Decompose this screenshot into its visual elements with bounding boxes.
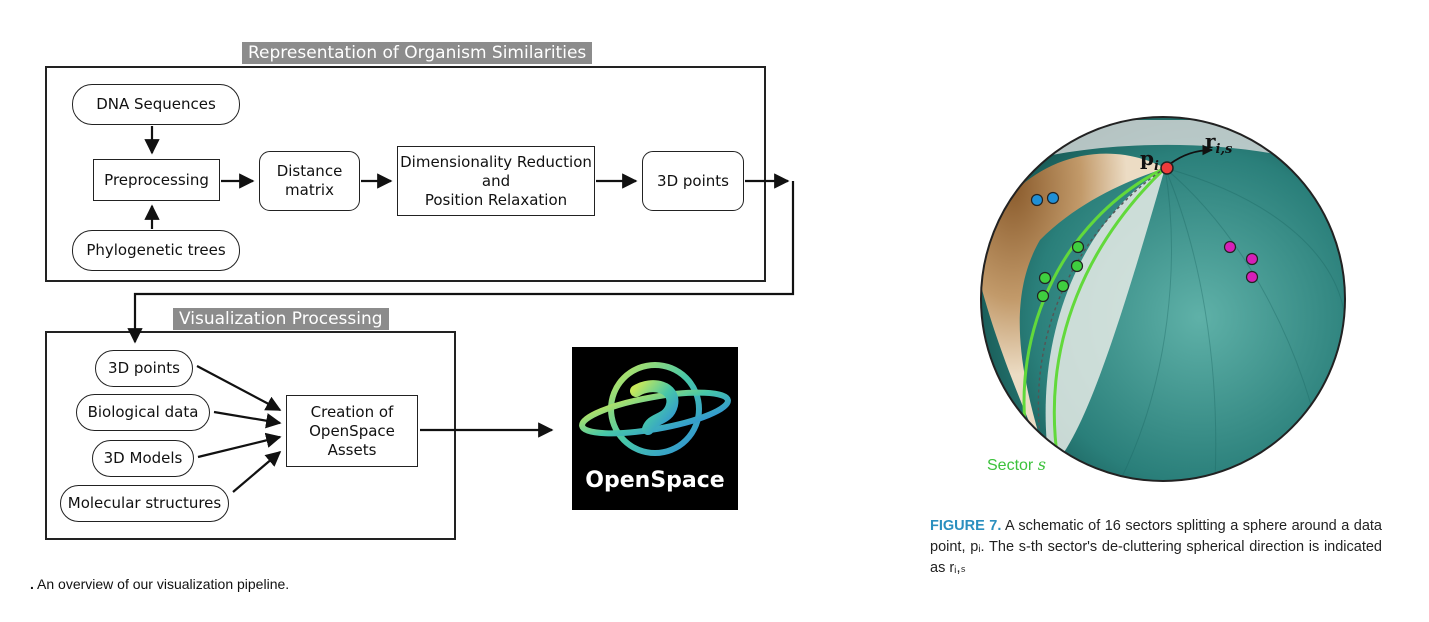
phylogenetic-trees-node: Phylogenetic trees <box>72 230 240 271</box>
arrow-bio-creation <box>213 410 282 429</box>
biological-data-node: Biological data <box>76 394 210 431</box>
brown-region <box>981 153 1165 470</box>
sector-boundary-left <box>1022 166 1166 461</box>
sector-boundary-right <box>1052 166 1167 463</box>
label-p-sub: i <box>1154 159 1159 174</box>
arrow-molecular-creation <box>232 451 282 493</box>
green-dot <box>1056 279 1070 293</box>
arrow-points-creation <box>196 365 282 411</box>
figure-caption-label: FIGURE 7. <box>930 518 1002 534</box>
green-dot <box>1038 271 1052 285</box>
direction-arrow <box>1169 144 1214 165</box>
meridian-1 <box>1164 167 1217 481</box>
left-caption: . An overview of our visualization pipel… <box>30 576 289 592</box>
dimensionality-reduction-node: Dimensionality Reduction and Position Re… <box>397 146 595 216</box>
magenta-dot <box>1223 240 1237 254</box>
visualization-frame <box>45 331 456 540</box>
green-dot <box>1070 259 1084 273</box>
caption-text: An overview of our visualization pipelin… <box>37 576 290 592</box>
figure-caption: FIGURE 7. A schematic of 16 sectors spli… <box>930 516 1382 579</box>
green-dot <box>1071 240 1085 254</box>
blue-dot <box>1030 193 1044 207</box>
label-r-sub: i,s <box>1216 142 1233 157</box>
highlight-region <box>1045 168 1165 470</box>
similarities-frame <box>45 66 766 282</box>
label-r: ri,s <box>1205 129 1233 157</box>
molecular-structures-node: Molecular structures <box>60 485 229 522</box>
openspace-logo-text: OpenSpace <box>585 468 725 493</box>
label-sector: Sector s <box>987 455 1046 474</box>
preprocessing-node: Preprocessing <box>93 159 220 201</box>
3d-models-node: 3D Models <box>92 440 194 477</box>
sector-center-line <box>1037 167 1166 463</box>
magenta-dot <box>1245 270 1259 284</box>
dna-sequences-node: DNA Sequences <box>72 84 240 125</box>
magenta-dot <box>1245 252 1259 266</box>
blue-dot <box>1046 191 1060 205</box>
distance-matrix-node: Distance matrix <box>259 151 360 211</box>
section-title-visualization: Visualization Processing <box>173 308 389 330</box>
label-sector-var: s <box>1038 455 1046 474</box>
caption-lead: . <box>30 576 34 592</box>
meridian-4 <box>1164 167 1345 321</box>
openspace-logo: OpenSpace <box>572 347 738 510</box>
figure-caption-text: A schematic of 16 sectors splitting a sp… <box>930 518 1382 576</box>
creation-assets-node: Creation of OpenSpace Assets <box>286 395 418 467</box>
sphere-outline <box>980 116 1346 482</box>
arrow-models-creation <box>197 432 282 459</box>
data-point-pi <box>1160 161 1174 175</box>
section-title-similarities: Representation of Organism Similarities <box>242 42 593 64</box>
label-p: pi <box>1140 146 1159 174</box>
3d-points-output-node: 3D points <box>642 151 744 211</box>
meridian-2 <box>1164 167 1321 441</box>
meridian-3 <box>1119 167 1172 481</box>
connector-line <box>127 181 795 344</box>
green-dot <box>1036 289 1050 303</box>
3d-points-input-node: 3D points <box>95 350 193 387</box>
openspace-logo-icon <box>579 362 731 456</box>
